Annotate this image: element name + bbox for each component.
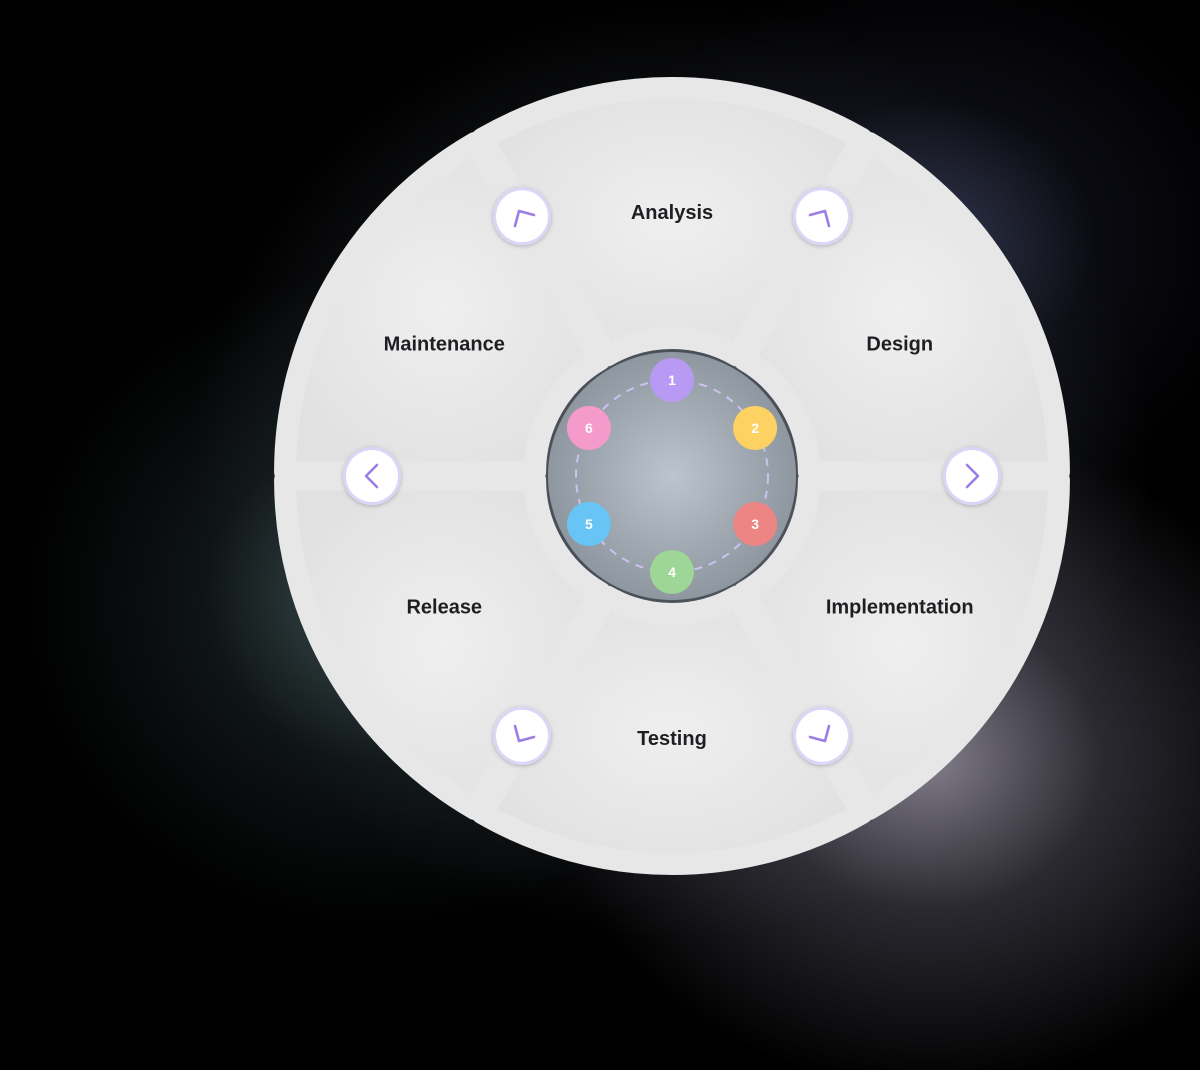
step-marker-1: 1 [650, 358, 694, 402]
connector-button-4[interactable] [493, 706, 551, 765]
step-marker-5: 5 [566, 502, 611, 546]
step-number: 5 [585, 516, 593, 532]
connector-face [946, 450, 998, 502]
step-marker-dot [566, 502, 611, 546]
step-marker-dot [650, 550, 694, 594]
stage-label-testing: Testing [637, 728, 707, 750]
step-marker-dot [733, 502, 778, 546]
chevron-down-icon [808, 724, 831, 743]
connector-face [496, 190, 548, 243]
step-marker-dot [566, 406, 611, 450]
connector-face [796, 190, 848, 243]
chevron-down-icon [965, 463, 980, 489]
stage-segment-testing[interactable]: Testing [471, 585, 873, 875]
step-marker-4: 4 [650, 550, 694, 594]
stage-segment-shape [471, 77, 873, 367]
step-marker-dot [650, 358, 694, 402]
step-marker-2: 2 [733, 406, 778, 450]
connector-button-5[interactable] [343, 447, 401, 505]
stage-label-release: Release [406, 597, 482, 619]
connector-face [796, 709, 848, 762]
stage-segment-analysis[interactable]: Analysis [471, 77, 873, 367]
stage-segment-shape [471, 585, 873, 875]
stage-label-design: Design [866, 334, 933, 356]
connector-button-6[interactable] [493, 187, 551, 246]
stage-connectors [343, 187, 1001, 765]
stage-label-maintenance: Maintenance [384, 334, 505, 356]
chevron-down-icon [364, 463, 379, 489]
step-marker-dot [733, 406, 778, 450]
step-number: 6 [585, 420, 593, 436]
stage-label-implementation: Implementation [826, 597, 974, 619]
chevron-down-icon [513, 209, 536, 228]
step-number: 4 [668, 564, 676, 580]
connector-face [496, 709, 548, 762]
chevron-down-icon [513, 724, 536, 743]
step-number: 1 [668, 372, 676, 388]
connector-face [346, 450, 398, 502]
step-marker-3: 3 [733, 502, 778, 546]
stage-label-analysis: Analysis [631, 202, 713, 224]
step-number: 3 [751, 516, 759, 532]
connector-button-2[interactable] [943, 447, 1001, 505]
hub-circle [548, 352, 796, 600]
step-number: 2 [751, 420, 759, 436]
step-markers: 1 2 3 4 5 6 [566, 358, 778, 594]
connector-button-3[interactable] [793, 706, 851, 765]
chevron-down-icon [808, 209, 831, 228]
connector-button-1[interactable] [793, 187, 851, 246]
step-marker-6: 6 [566, 406, 611, 450]
